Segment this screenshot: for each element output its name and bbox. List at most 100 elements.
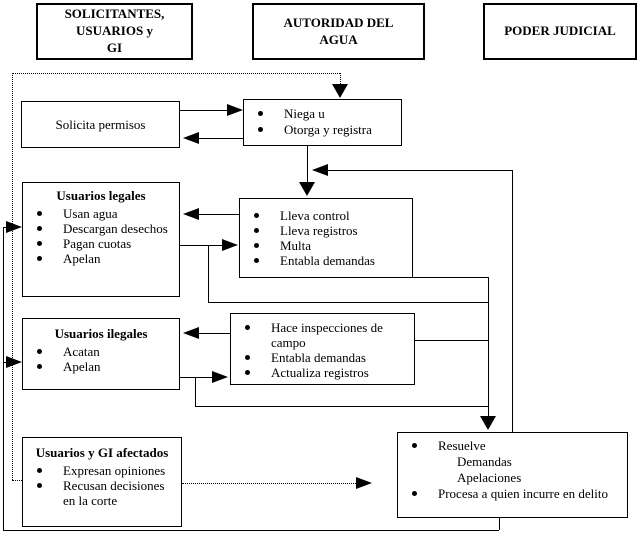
connector-legales-branch-down <box>208 245 209 302</box>
box-title: Usuarios legales <box>56 188 146 203</box>
bullet-icon <box>254 228 259 233</box>
bullet-item: Acatan <box>23 344 179 359</box>
bullet-icon <box>37 211 42 216</box>
bullet-text: Pagan cuotas <box>63 236 132 251</box>
bullet-icon <box>37 241 42 246</box>
connector-resuelve-feedback-vertical <box>512 170 513 432</box>
sub-item-text: Apelaciones <box>457 470 522 485</box>
connector-inspecciones-to-merge <box>415 340 488 341</box>
bullet-item: Resuelve <box>398 438 627 454</box>
sub-item: Demandas <box>398 454 627 470</box>
connector-ilegales-to-inspecciones <box>180 377 212 378</box>
box-inspecciones: Hace inspecciones de campo Entabla deman… <box>230 313 415 385</box>
connector-lleva-to-merge <box>413 277 488 278</box>
arrowhead-right-icon <box>6 356 22 368</box>
bullet-text: Lleva registros <box>280 223 358 238</box>
bullet-item: Pagan cuotas <box>23 236 179 251</box>
connector-niega-to-lleva <box>307 146 308 182</box>
box-label: Solicita permisos <box>55 116 146 132</box>
bullet-icon <box>245 325 250 330</box>
box-usuarios-ilegales: Usuarios ilegales Acatan Apelan <box>22 318 180 390</box>
bullet-text: Usan agua <box>63 206 118 221</box>
box-autoridad-acciones: Lleva control Lleva registros Multa Enta… <box>239 198 413 278</box>
connector-lleva-to-legales <box>199 214 239 215</box>
connector-bottom-feedback <box>3 530 499 531</box>
bullet-icon <box>37 256 42 261</box>
bullet-icon <box>254 258 259 263</box>
dotted-connector-to-afectados <box>12 480 22 481</box>
bullet-icon <box>37 226 42 231</box>
bullet-text: Descargan desechos <box>63 221 168 236</box>
bullet-icon <box>37 349 42 354</box>
sub-item: Apelaciones <box>398 470 627 486</box>
bullet-icon <box>254 243 259 248</box>
bullet-item: Otorga y registra <box>244 122 401 138</box>
arrowhead-left-icon <box>312 164 328 176</box>
dotted-connector-drop <box>340 73 341 84</box>
header-solicitantes: SOLICITANTES, USUARIOS y GI <box>36 3 193 60</box>
bullet-item: Expresan opiniones <box>23 463 181 478</box>
arrowhead-right-icon <box>6 221 22 233</box>
arrowhead-right-icon <box>227 104 243 116</box>
connector-ilegales-branch-right <box>195 406 488 407</box>
bullet-text: Apelan <box>63 251 101 266</box>
arrowhead-down-icon <box>480 416 496 430</box>
bullet-item: Recusan decisiones en la corte <box>23 478 181 508</box>
bullet-text: Niega u <box>284 106 325 121</box>
bullet-text: Entabla demandas <box>271 350 366 365</box>
arrowhead-right-icon <box>212 371 228 383</box>
bullet-text: Actualiza registros <box>271 365 369 380</box>
bullet-icon <box>37 364 42 369</box>
sub-item-text: Demandas <box>457 454 512 469</box>
box-niega-otorga: Niega u Otorga y registra <box>243 99 402 146</box>
box-usuarios-legales: Usuarios legales Usan agua Descargan des… <box>22 182 180 297</box>
bullet-text: Hace inspecciones de campo <box>271 320 383 350</box>
header-autoridad-del-agua: AUTORIDAD DEL AGUA <box>252 3 425 60</box>
bullet-icon <box>258 111 263 116</box>
bullet-item: Entabla demandas <box>231 350 414 365</box>
bullet-icon <box>254 213 259 218</box>
box-solicita-permisos: Solicita permisos <box>21 101 180 148</box>
bullet-text: Expresan opiniones <box>63 463 166 478</box>
bullet-icon <box>245 370 250 375</box>
connector-ilegales-branch-down <box>195 377 196 406</box>
connector-inspecciones-to-ilegales <box>199 333 230 334</box>
bullet-text: Multa <box>280 238 312 253</box>
header-poder-judicial: PODER JUDICIAL <box>483 3 637 60</box>
box-title: Usuarios y GI afectados <box>35 445 169 460</box>
connector-merge-to-resuelve <box>488 277 489 416</box>
connector-solicita-to-niega <box>180 110 227 111</box>
bullet-icon <box>258 127 263 132</box>
bullet-icon <box>37 468 42 473</box>
arrowhead-left-icon <box>183 208 199 220</box>
bullet-icon <box>245 355 250 360</box>
bullet-icon <box>37 483 42 488</box>
bullet-text: Entabla demandas <box>280 253 375 268</box>
arrowhead-down-icon <box>332 84 348 98</box>
connector-feedback-to-legales <box>3 227 8 228</box>
bullet-item: Lleva control <box>240 208 412 223</box>
bullet-item: Niega u <box>244 106 401 122</box>
bullet-item: Entabla demandas <box>240 253 412 268</box>
dotted-connector-top <box>12 73 340 74</box>
bullet-icon <box>412 443 417 448</box>
bullet-item: Procesa a quien incurre en delito <box>398 486 627 502</box>
connector-legales-branch-right <box>208 302 488 303</box>
connector-feedback-to-ilegales <box>3 362 8 363</box>
connector-niega-to-solicita <box>199 138 243 139</box>
bullet-item: Usan agua <box>23 206 179 221</box>
box-usuarios-gi-afectados: Usuarios y GI afectados Expresan opinion… <box>22 437 182 527</box>
dotted-connector-afectados-to-resuelve <box>182 483 356 484</box>
box-title: Usuarios ilegales <box>54 326 148 341</box>
arrowhead-right-icon <box>222 239 238 251</box>
bullet-item: Hace inspecciones de campo <box>231 320 414 350</box>
arrowhead-right-icon <box>356 477 372 489</box>
bullet-text: Acatan <box>63 344 100 359</box>
arrowhead-left-icon <box>183 327 199 339</box>
connector-resuelve-bottom-down <box>499 518 500 530</box>
bullet-item: Descargan desechos <box>23 221 179 236</box>
dotted-connector-left <box>12 73 13 480</box>
bullet-item: Actualiza registros <box>231 365 414 380</box>
bullet-item: Apelan <box>23 359 179 374</box>
